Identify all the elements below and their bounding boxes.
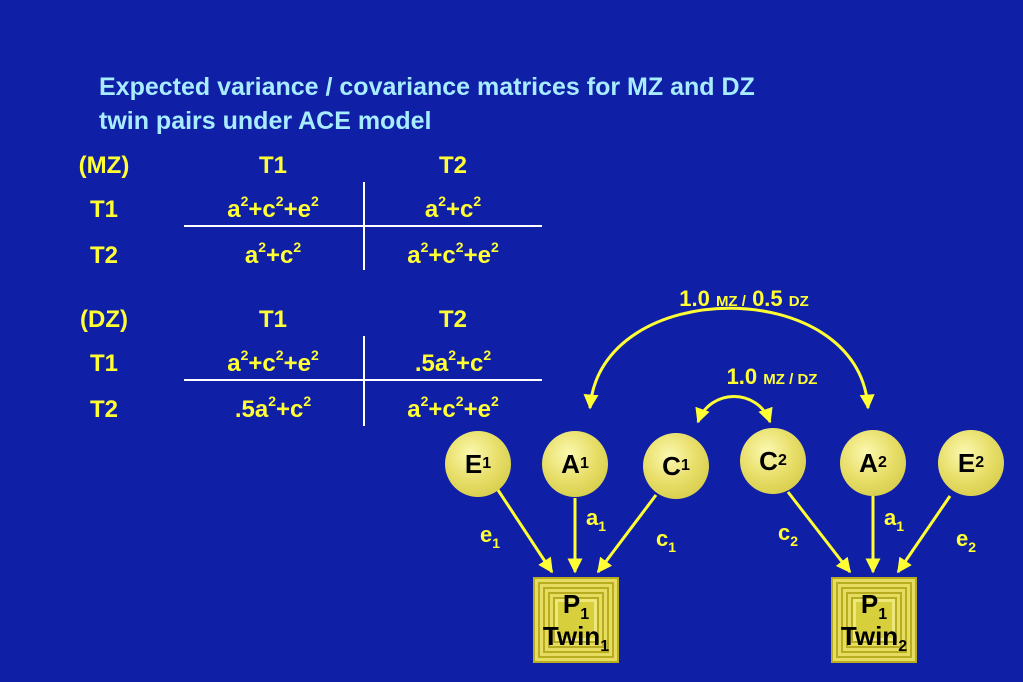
formula-exponent: 2 xyxy=(293,239,302,255)
formula-term: +e xyxy=(463,242,491,269)
formula-term: +c xyxy=(248,196,276,223)
formula-term: +c xyxy=(445,196,474,223)
formula-term: .5a xyxy=(234,396,269,423)
dz-cell-t2-t1: .5a2+c2 xyxy=(234,393,312,424)
formula-exponent: 2 xyxy=(490,239,499,255)
path-c2-arrow xyxy=(786,491,852,574)
path-e2-arrow xyxy=(896,495,952,574)
formula-term: a xyxy=(407,396,421,423)
dz-divider-vertical xyxy=(363,336,365,426)
mz-divider-vertical xyxy=(363,182,365,270)
formula-exponent: 2 xyxy=(420,393,429,409)
formula-term: a xyxy=(424,196,439,223)
formula-term: +e xyxy=(463,396,491,423)
path-label-c2: c2 xyxy=(777,520,799,549)
mz-cell-t2-t2: a2+c2+e2 xyxy=(407,239,499,270)
title-line-1: Expected variance / covariance matrices … xyxy=(99,73,755,101)
formula-term: +c xyxy=(248,350,276,377)
path-e1-arrow xyxy=(496,489,554,574)
formula-term: +c xyxy=(456,350,484,377)
c-correlation-label: 1.0 MZ / DZ xyxy=(726,364,818,389)
phenotype-label: P1 xyxy=(860,589,888,623)
dz-cell-t1-t1: a2+c2+e2 xyxy=(227,347,319,378)
mz-row-t2: T2 xyxy=(89,242,119,269)
formula-term: +c xyxy=(428,396,456,423)
phenotype-box-twin1: P1 Twin1 xyxy=(533,577,619,663)
formula-exponent: 2 xyxy=(258,239,266,255)
path-label-c1: c1 xyxy=(655,526,677,555)
c-correlation-arc xyxy=(695,395,773,424)
formula-term: a xyxy=(244,242,259,269)
mz-col-t1: T1 xyxy=(258,152,288,179)
phenotype-label: P1 xyxy=(562,589,590,623)
a-correlation-label: 1.0 MZ / 0.5 DZ xyxy=(679,286,809,311)
formula-exponent: 2 xyxy=(303,393,312,409)
formula-term: +c xyxy=(276,396,304,423)
mz-row-t1: T1 xyxy=(89,196,119,223)
formula-exponent: 2 xyxy=(310,347,319,363)
formula-term: +c xyxy=(265,242,294,269)
path-label-e2: e2 xyxy=(955,526,977,555)
dz-row-t2: T2 xyxy=(89,396,119,423)
path-c1-arrow xyxy=(596,494,658,574)
formula-term: +c xyxy=(428,242,456,269)
formula-exponent: 2 xyxy=(490,393,499,409)
formula-term: +e xyxy=(283,196,311,223)
formula-exponent: 2 xyxy=(438,193,446,209)
dz-row-t1: T1 xyxy=(89,350,119,377)
formula-term: a xyxy=(407,242,421,269)
formula-term: .5a xyxy=(414,350,449,377)
slide-title: Expected variance / covariance matrices … xyxy=(99,70,919,138)
formula-exponent: 2 xyxy=(240,193,249,209)
dz-col-t1: T1 xyxy=(258,306,288,333)
formula-term: +e xyxy=(283,350,311,377)
path-label-e1: e1 xyxy=(479,522,501,551)
dz-cell-t1-t2: .5a2+c2 xyxy=(414,347,492,378)
twin-label: Twin1 xyxy=(542,621,610,655)
formula-exponent: 2 xyxy=(448,347,456,363)
mz-cell-t1-t2: a2+c2 xyxy=(424,193,482,224)
mz-cell-t2-t1: a2+c2 xyxy=(244,239,302,270)
formula-exponent: 2 xyxy=(455,239,464,255)
formula-exponent: 2 xyxy=(455,393,464,409)
formula-exponent: 2 xyxy=(310,193,319,209)
a-correlation-arc xyxy=(583,306,875,410)
title-line-2: twin pairs under ACE model xyxy=(99,107,432,135)
phenotype-box-twin2: P1 Twin2 xyxy=(831,577,917,663)
dz-col-t2: T2 xyxy=(438,306,468,333)
formula-exponent: 2 xyxy=(240,347,249,363)
twin-label: Twin2 xyxy=(840,621,908,655)
path-label-a1: a1 xyxy=(585,505,607,534)
formula-exponent: 2 xyxy=(268,393,276,409)
path-label-a2: a1 xyxy=(883,505,905,534)
formula-term: a xyxy=(227,350,241,377)
formula-exponent: 2 xyxy=(275,193,284,209)
dz-label: (DZ) xyxy=(80,306,128,333)
mz-col-t2: T2 xyxy=(438,152,468,179)
dz-cell-t2-t2: a2+c2+e2 xyxy=(407,393,499,424)
mz-cell-t1-t1: a2+c2+e2 xyxy=(227,193,319,224)
formula-exponent: 2 xyxy=(483,347,492,363)
formula-exponent: 2 xyxy=(420,239,429,255)
formula-exponent: 2 xyxy=(275,347,284,363)
mz-label: (MZ) xyxy=(78,152,130,179)
formula-exponent: 2 xyxy=(473,193,482,209)
formula-term: a xyxy=(227,196,241,223)
